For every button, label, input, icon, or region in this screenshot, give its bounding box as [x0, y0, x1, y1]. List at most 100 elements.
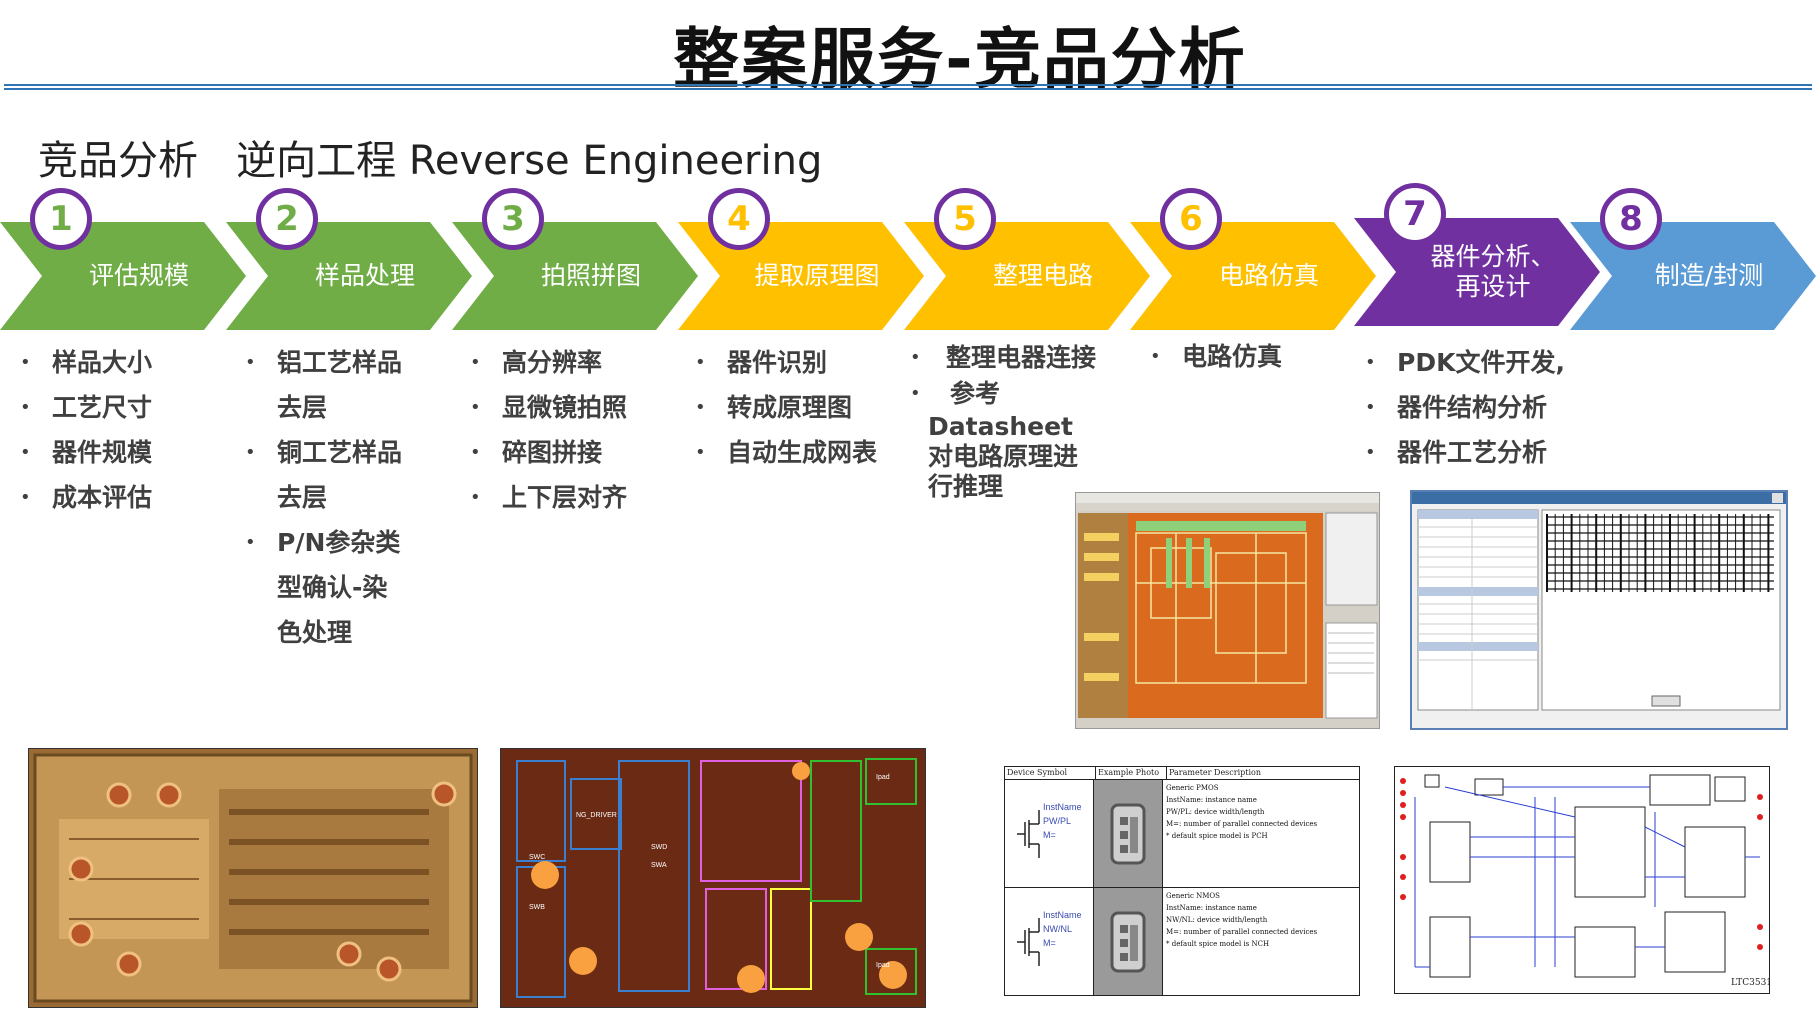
step-number-badge-4: 4 [708, 188, 770, 250]
bullet-dot: • [910, 383, 921, 404]
step-label: 电路仿真 [1218, 261, 1319, 290]
description-line: * default spice model is NCH [1166, 940, 1270, 948]
bullet-dot: • [20, 352, 31, 373]
list-item: 对电路原理进 [910, 442, 1096, 472]
device-symbol-table: Device Symbol Example Photo Parameter De… [1004, 766, 1360, 996]
list-item: 型确认-染 [245, 565, 402, 610]
table-header-symbol: Device Symbol [1005, 767, 1096, 779]
list-item-text: 器件识别 [727, 348, 828, 377]
bullet-dot: • [695, 442, 706, 463]
table-header-photo: Example Photo [1096, 767, 1167, 779]
description-line: NW/NL: device width/length [1166, 916, 1268, 924]
list-item: Datasheet [910, 412, 1096, 442]
step-label: 拍照拼图 [540, 261, 641, 290]
step4-details: • 器件识别 •转成原理图•自动生成网表 [695, 340, 877, 475]
list-item: •整理电器连接 [910, 340, 1096, 376]
list-item: •器件规模 [20, 430, 152, 475]
step-label: 提取原理图 [754, 261, 880, 290]
die-label-swd: SWD [651, 844, 667, 851]
list-item-text: Datasheet [928, 412, 1073, 441]
list-item: • 器件识别 [695, 340, 877, 385]
step-label: 评估规模 [88, 261, 189, 290]
list-item-text: 高分辨率 [502, 348, 603, 377]
step-number-badge-3: 3 [482, 188, 544, 250]
list-item-text: 显微镜拍照 [502, 393, 628, 422]
die-label-swa: SWA [651, 862, 667, 869]
die-photo-annotated-graphic: SWC SWB SWD SWA NG_DRIVER Ipad Ipad [501, 749, 925, 1007]
list-item: •PDK文件开发, [1365, 340, 1565, 385]
die-label-ipad-2: Ipad [876, 962, 890, 969]
list-item-text: 器件规模 [52, 438, 153, 467]
step7-details: •PDK文件开发,•器件结构分析•器件工艺分析 [1365, 340, 1565, 475]
description-line: PW/PL: device width/length [1166, 808, 1265, 816]
list-item: 行推理 [910, 472, 1096, 502]
list-item: •上下层对齐 [470, 475, 627, 520]
list-item-text: 上下层对齐 [502, 483, 628, 512]
description-line: InstName: instance name [1166, 904, 1257, 912]
list-item: • 器件工艺分析 [1365, 430, 1565, 475]
die-label-swc: SWC [529, 854, 545, 861]
netlist-dialog-graphic [1412, 492, 1786, 711]
device-symbol-text: M= [1043, 830, 1056, 840]
list-item: •成本评估 [20, 475, 152, 520]
step-number-badge-2: 2 [256, 188, 318, 250]
step-label: 器件分析、 再设计 [1430, 242, 1556, 301]
list-item-text: 铝工艺样品 [277, 348, 403, 377]
die-photo-raw [28, 748, 478, 1008]
list-item-text: 碎图拼接 [502, 438, 603, 467]
bullet-dot: • [470, 352, 481, 373]
device-photo-cell [1094, 888, 1163, 995]
layout-viewer-graphic [1076, 493, 1379, 719]
list-item: •自动生成网表 [695, 430, 877, 475]
step-chevron-shape [1354, 218, 1600, 326]
bullet-dot: • [910, 347, 921, 368]
step-number-badge-5: 5 [934, 188, 996, 250]
list-item: •转成原理图 [695, 385, 877, 430]
list-item: •电路仿真 [1150, 334, 1282, 379]
list-item: 去层 [245, 475, 402, 520]
list-item: • 高分辨率 [470, 340, 627, 385]
netlist-dialog-screenshot [1410, 490, 1788, 730]
list-item-text: 型确认-染 [277, 573, 388, 602]
list-item-text: 样品大小 [52, 348, 153, 377]
list-item-text: 器件工艺分析 [1397, 438, 1548, 467]
list-item-text: 参考 [950, 379, 1001, 408]
list-item: •铜工艺样品 [245, 430, 402, 475]
list-item: • 参考 [910, 376, 1096, 412]
step-label: 整理电路 [992, 261, 1093, 290]
bullet-dot: • [695, 397, 706, 418]
title-divider [4, 84, 1812, 86]
description-line: InstName: instance name [1166, 796, 1257, 804]
description-line: * default spice model is PCH [1166, 832, 1268, 840]
step2-details: •铝工艺样品去层•铜工艺样品去层•P/N参杂类型确认-染色处理 [245, 340, 402, 655]
step-number-badge-8: 8 [1600, 188, 1662, 250]
step-number-badge-1: 1 [30, 188, 92, 250]
bullet-dot: • [470, 397, 481, 418]
bullet-dot: • [1365, 397, 1376, 418]
list-item-text: 行推理 [928, 472, 1004, 501]
step-label: 制造/封测 [1654, 261, 1764, 290]
list-item-text: 工艺尺寸 [52, 393, 153, 422]
bullet-dot: • [1365, 442, 1376, 463]
die-photo-raw-graphic [33, 753, 473, 1003]
device-symbol-text: NW/NL [1043, 924, 1072, 934]
schematic-diagram: LTC3531 [1394, 766, 1770, 994]
device-symbol-text: M= [1043, 938, 1056, 948]
list-item: •工艺尺寸 [20, 385, 152, 430]
table-header-desc: Parameter Description [1169, 768, 1262, 777]
list-item-text: 电路仿真 [1182, 342, 1283, 371]
bullet-dot: • [695, 352, 706, 373]
bullet-dot: • [245, 532, 256, 553]
step-number-badge-7: 7 [1384, 183, 1446, 245]
list-item: •碎图拼接 [470, 430, 627, 475]
description-line: Generic PMOS [1166, 784, 1219, 792]
schematic-label: LTC3531 [1731, 978, 1769, 988]
bullet-dot: • [20, 487, 31, 508]
device-photo-cell [1094, 780, 1163, 887]
description-line: M=: number of parallel connected devices [1166, 928, 1318, 936]
list-item: 去层 [245, 385, 402, 430]
list-item: 色处理 [245, 610, 402, 655]
process-step-7: 器件分析、 再设计 [1354, 218, 1600, 326]
